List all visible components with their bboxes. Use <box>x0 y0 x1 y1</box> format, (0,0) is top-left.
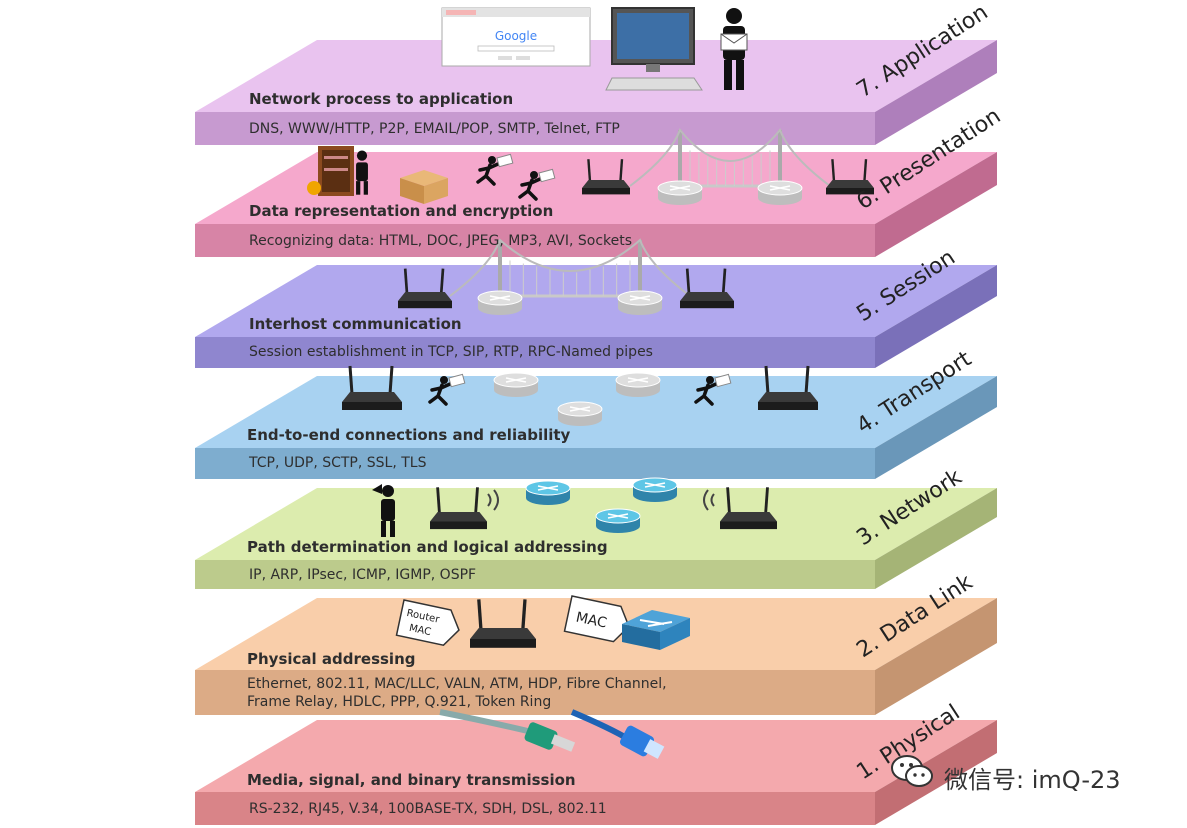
layer-3-title: Path determination and logical addressin… <box>247 538 608 556</box>
google-logo-text: Google <box>495 29 537 43</box>
layer-2-protocols-line-2: Frame Relay, HDLC, PPP, Q.921, Token Rin… <box>247 693 551 712</box>
hub-3c-icon <box>596 509 640 533</box>
bridge-right-hub-icon <box>618 291 662 315</box>
layer-6-title: Data representation and encryption <box>249 202 553 220</box>
layer-4-protocols: TCP, UDP, SCTP, SSL, TLS <box>249 454 427 473</box>
layer-1-protocols: RS-232, RJ45, V.34, 100BASE-TX, SDH, DSL… <box>249 800 607 819</box>
watermark-text: 微信号: imQ-23 <box>944 760 1121 795</box>
layer-6-protocols: Recognizing data: HTML, DOC, JPEG, MP3, … <box>249 232 632 251</box>
layer-5-protocols: Session establishment in TCP, SIP, RTP, … <box>249 343 653 362</box>
wechat-icon <box>890 752 936 792</box>
bridge-right-hub-icon <box>758 181 802 205</box>
hub-3b-icon <box>633 478 677 502</box>
hub-3a-icon <box>526 481 570 505</box>
layer-5-title: Interhost communication <box>249 315 462 333</box>
hub-4a-icon <box>494 373 538 397</box>
browser-window-icon: Google <box>442 8 590 66</box>
layer-7-title: Network process to application <box>249 90 513 108</box>
layer-1-title: Media, signal, and binary transmission <box>247 771 576 789</box>
desktop-computer-icon <box>606 8 702 90</box>
layer-4-title: End-to-end connections and reliability <box>247 426 570 444</box>
bridge-left-hub-icon <box>658 181 702 205</box>
layer-2-title: Physical addressing <box>247 650 415 668</box>
layer-3-protocols: IP, ARP, IPsec, ICMP, IGMP, OSPF <box>249 566 476 585</box>
layer-2-protocols-line-1: Ethernet, 802.11, MAC/LLC, VALN, ATM, HD… <box>247 675 667 694</box>
layer-7-protocols: DNS, WWW/HTTP, P2P, EMAIL/POP, SMTP, Tel… <box>249 120 620 139</box>
bridge-left-hub-icon <box>478 291 522 315</box>
hub-4b-icon <box>558 402 602 426</box>
hub-4c-icon <box>616 373 660 397</box>
